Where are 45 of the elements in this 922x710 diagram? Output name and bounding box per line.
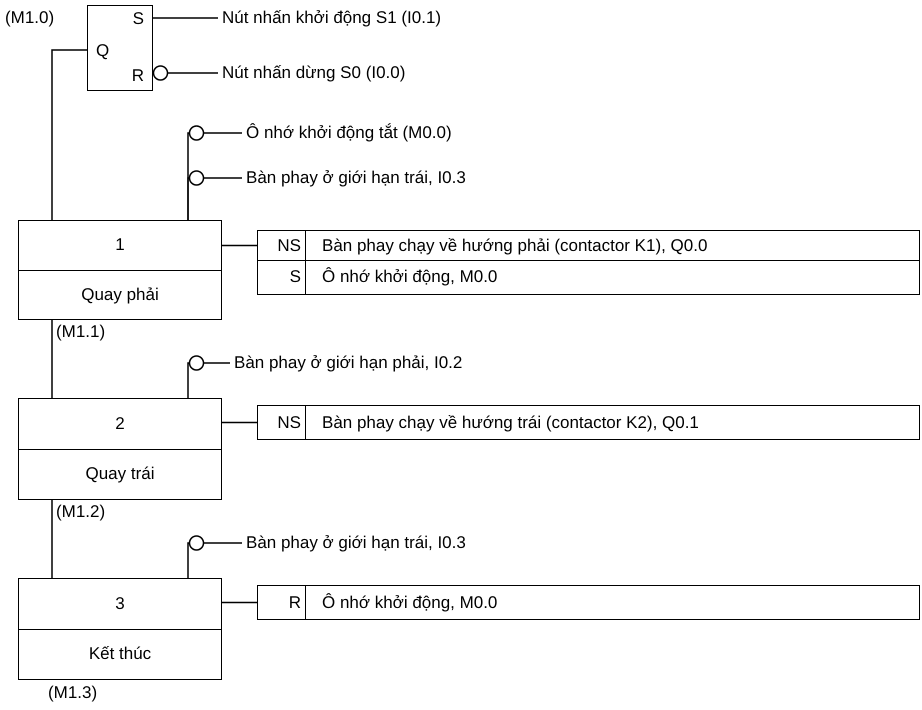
action-description: Ô nhớ khởi động, M0.0 <box>321 592 498 612</box>
connector-line <box>187 362 230 398</box>
address-label: (M1.1) <box>56 322 106 342</box>
connector-line <box>222 602 257 604</box>
step-box <box>18 578 222 680</box>
action-row <box>257 405 920 440</box>
condition-label: Bàn phay ở giới hạn trái, I0.3 <box>246 533 466 553</box>
connector-line <box>222 422 257 424</box>
condition-label: Ô nhớ khởi động tắt (M0.0) <box>246 123 452 143</box>
action-qualifier: NS <box>258 406 306 439</box>
negated-input-line <box>152 65 218 81</box>
step-number: 2 <box>19 399 221 450</box>
step-name: Quay phải <box>80 284 160 306</box>
action-row <box>257 585 920 620</box>
connector-line <box>51 500 53 578</box>
action-row <box>257 230 920 261</box>
step-box <box>18 220 222 320</box>
connector-line <box>153 17 218 19</box>
flip-flop-box <box>87 5 153 91</box>
connector-line <box>222 244 257 246</box>
connector-line <box>51 320 53 398</box>
action-description: Ô nhớ khởi động, M0.0 <box>321 267 498 287</box>
action-qualifier: S <box>258 260 306 294</box>
address-label: (M1.2) <box>56 502 106 522</box>
action-description: Bàn phay chạy về hướng trái (contactor K2), Q0.1 <box>321 412 699 432</box>
connector-line <box>187 177 242 220</box>
step-number: 1 <box>19 221 221 270</box>
action-qualifier: R <box>258 586 306 619</box>
action-row <box>257 260 920 294</box>
connector-line <box>187 542 242 578</box>
connector-line <box>51 49 87 220</box>
address-label: (M1.0) <box>5 8 54 28</box>
condition-label: Nút nhấn dừng S0 (I0.0) <box>222 63 406 83</box>
step-name: Kết thúc <box>88 643 152 666</box>
pin-label: S <box>132 9 144 29</box>
step-box <box>18 398 222 500</box>
action-description: Bàn phay chạy về hướng phải (contactor K1), Q0.0 <box>321 236 708 256</box>
pin-label: Q <box>96 41 110 61</box>
step-name: Quay trái <box>84 463 156 486</box>
pin-label: R <box>132 66 144 86</box>
condition-label: Bàn phay ở giới hạn phải, I0.2 <box>234 353 462 373</box>
condition-label: Bàn phay ở giới hạn trái, I0.3 <box>246 168 466 188</box>
condition-label: Nút nhấn khởi động S1 (I0.1) <box>222 8 442 28</box>
address-label: (M1.3) <box>48 683 98 703</box>
step-number: 3 <box>19 579 221 630</box>
